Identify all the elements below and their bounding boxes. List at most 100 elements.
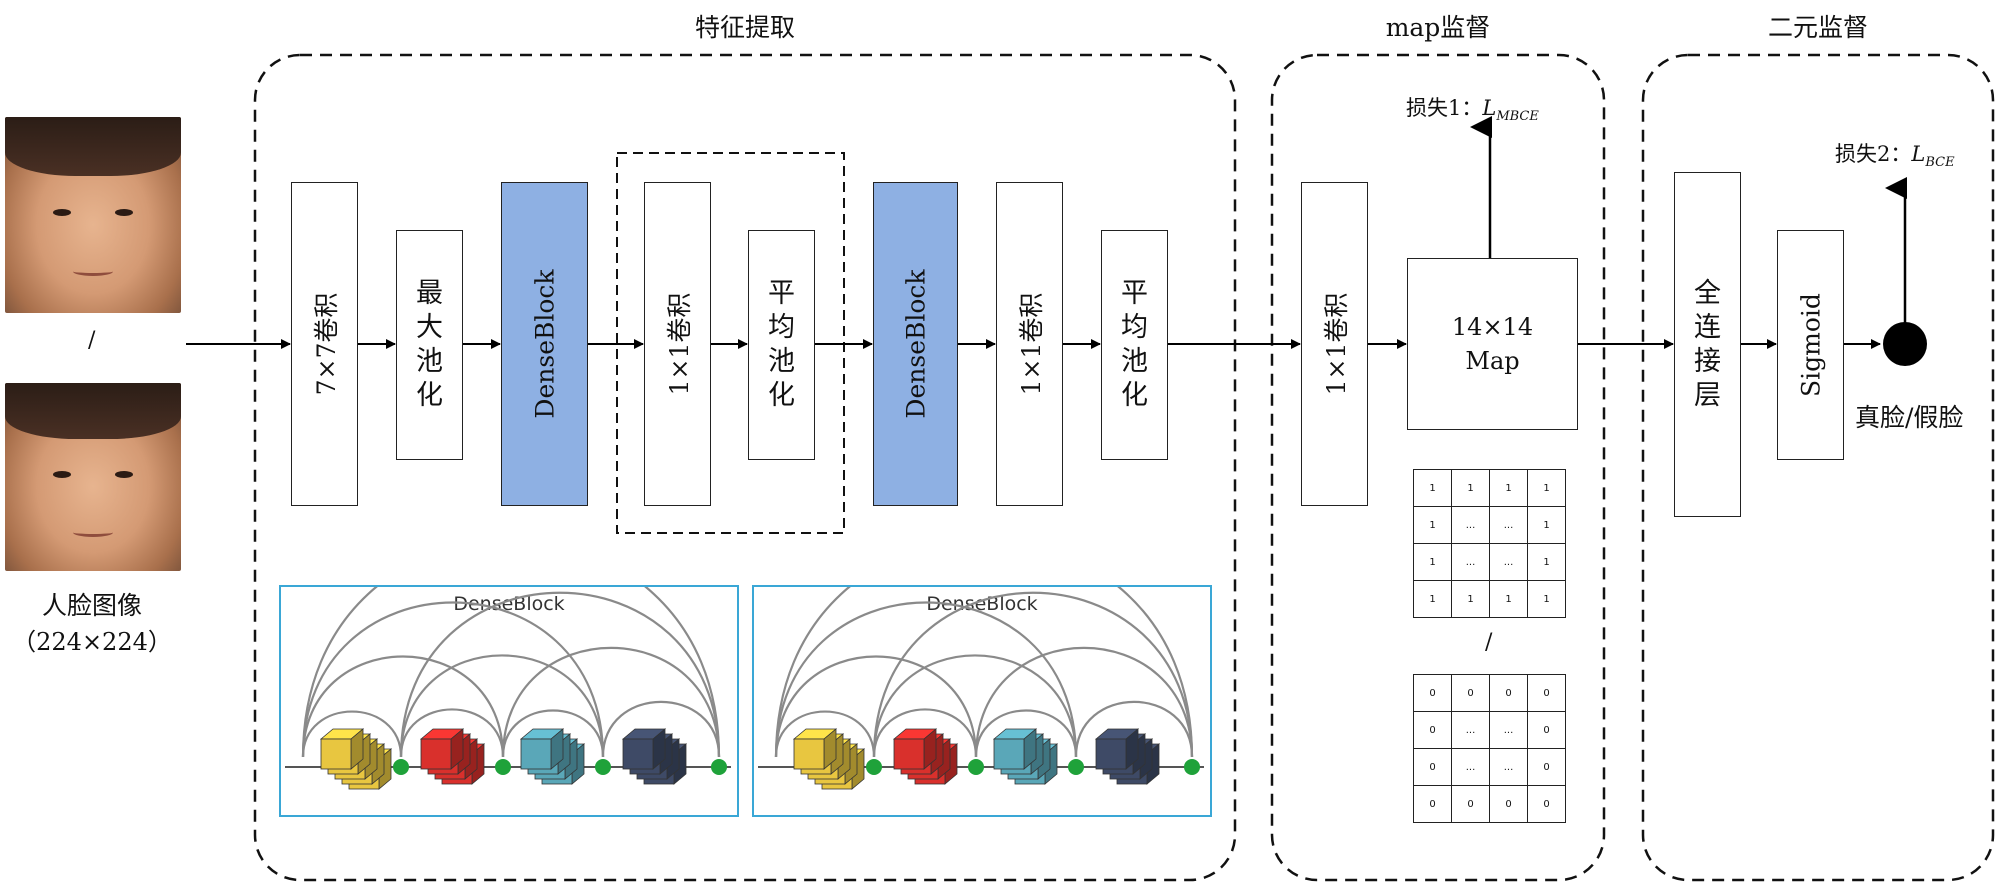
denseblock-illustration-right: DenseBlock — [752, 585, 1212, 817]
output-label: 真脸/假脸 — [1855, 403, 1964, 432]
grid-cell: 0 — [1413, 711, 1452, 749]
output-node — [1883, 322, 1927, 366]
section-title-binary: 二元监督 — [1767, 13, 1869, 42]
grid-cell: 1 — [1413, 580, 1452, 618]
dense-connection-arc — [774, 587, 1194, 758]
denseblock-illustration-left: DenseBlock — [279, 585, 739, 817]
avgpool-2-label: 平均池化 — [1121, 278, 1148, 411]
denseblock-2-label: DenseBlock — [901, 269, 930, 419]
dense-connection-arc — [301, 601, 605, 758]
feature-map-cube — [419, 728, 486, 785]
dense-connection-arc — [399, 591, 721, 758]
section-title-feature: 特征提取 — [694, 13, 796, 42]
grid-cell: 0 — [1451, 674, 1490, 712]
concat-node — [595, 759, 611, 775]
conv1x1-b-label: 1×1卷积 — [1016, 292, 1046, 396]
feature-map-cube — [992, 728, 1059, 785]
map-grid-separator: / — [1485, 630, 1493, 655]
conv7x7-block: 7×7卷积 — [291, 182, 358, 506]
conv1x1-block-c: 1×1卷积 — [1301, 182, 1368, 506]
feature-map-cube — [621, 728, 688, 785]
grid-cell: 1 — [1451, 469, 1490, 507]
grid-cell: 0 — [1489, 785, 1528, 823]
loss1-label: 损失1：LMBCE — [1406, 96, 1539, 125]
fc-layer-block: 全连接层 — [1674, 172, 1741, 517]
grid-cell: 1 — [1413, 543, 1452, 581]
avgpool-block-2: 平均池化 — [1101, 230, 1168, 460]
grid-cell: 1 — [1489, 469, 1528, 507]
grid-cell: 0 — [1413, 674, 1452, 712]
denseblock-2: DenseBlock — [873, 182, 958, 506]
denseblock-1-label: DenseBlock — [530, 269, 559, 419]
input-size: （224×224） — [12, 628, 172, 656]
grid-cell: 1 — [1413, 469, 1452, 507]
dense-connection-arc — [974, 646, 1194, 758]
maxpool-block: 最大池化 — [396, 230, 463, 460]
section-title-map: map监督 — [1385, 13, 1491, 42]
concat-node — [1068, 759, 1084, 775]
grid-cell: 0 — [1527, 748, 1566, 786]
grid-cell: 0 — [1413, 748, 1452, 786]
input-label: 人脸图像 — [41, 591, 143, 620]
concat-node — [968, 759, 984, 775]
grid-cell: 1 — [1413, 506, 1452, 544]
denseblock-illustration-right-title: DenseBlock — [926, 593, 1038, 615]
map-supervision-group — [1270, 53, 1606, 882]
concat-node — [393, 759, 409, 775]
dense-connection-arc — [301, 710, 403, 758]
concat-node — [495, 759, 511, 775]
sigmoid-label: Sigmoid — [1796, 293, 1825, 397]
conv1x1-block-b: 1×1卷积 — [996, 182, 1063, 506]
dense-connection-arc — [774, 601, 1078, 758]
dense-connection-arc — [301, 655, 505, 758]
dense-connection-arc — [774, 655, 978, 758]
conv1x1-c-label: 1×1卷积 — [1321, 292, 1351, 396]
feature-map-cube — [319, 728, 393, 790]
dense-connection-arc — [872, 591, 1194, 758]
grid-cell: 0 — [1527, 711, 1566, 749]
conv1x1-block-a: 1×1卷积 — [644, 182, 711, 506]
avgpool-1-label: 平均池化 — [768, 278, 795, 411]
grid-cell: 0 — [1527, 785, 1566, 823]
feature-map-cube — [792, 728, 866, 790]
input-separator: / — [88, 328, 96, 353]
dense-connection-arc — [774, 710, 876, 758]
dense-connection-arc — [399, 708, 505, 758]
concat-node — [866, 759, 882, 775]
grid-cell: 0 — [1413, 785, 1452, 823]
denseblock-left-graphic — [285, 587, 731, 790]
dense-connection-arc — [399, 654, 605, 758]
feature-map-cube — [892, 728, 959, 785]
dense-connection-arc — [501, 646, 721, 758]
binary-supervision-group — [1641, 53, 1995, 882]
conv7x7-label: 7×7卷积 — [311, 292, 341, 396]
dense-connection-arc — [872, 708, 978, 758]
face-image-fake — [5, 383, 181, 571]
grid-cell: ... — [1451, 711, 1490, 749]
feature-extraction-group — [253, 53, 1237, 882]
grid-cell: ... — [1451, 506, 1490, 544]
concat-node — [1184, 759, 1200, 775]
denseblock-right-graphic — [758, 587, 1204, 790]
grid-cell: 0 — [1489, 674, 1528, 712]
grid-cell: ... — [1451, 543, 1490, 581]
face-image-real — [5, 117, 181, 313]
grid-cell: 1 — [1527, 580, 1566, 618]
grid-cell: ... — [1451, 748, 1490, 786]
avgpool-block-1: 平均池化 — [748, 230, 815, 460]
grid-cell: 1 — [1527, 543, 1566, 581]
grid-cell: 1 — [1451, 580, 1490, 618]
denseblock-1: DenseBlock — [501, 182, 588, 506]
grid-cell: 0 — [1527, 674, 1566, 712]
grid-cell: 1 — [1489, 580, 1528, 618]
concat-node — [711, 759, 727, 775]
feature-map-cube — [519, 728, 586, 785]
grid-cell: ... — [1489, 506, 1528, 544]
grid-cell: 1 — [1527, 469, 1566, 507]
dense-connection-arc — [601, 700, 721, 758]
loss2-label: 损失2：LBCE — [1835, 142, 1955, 171]
